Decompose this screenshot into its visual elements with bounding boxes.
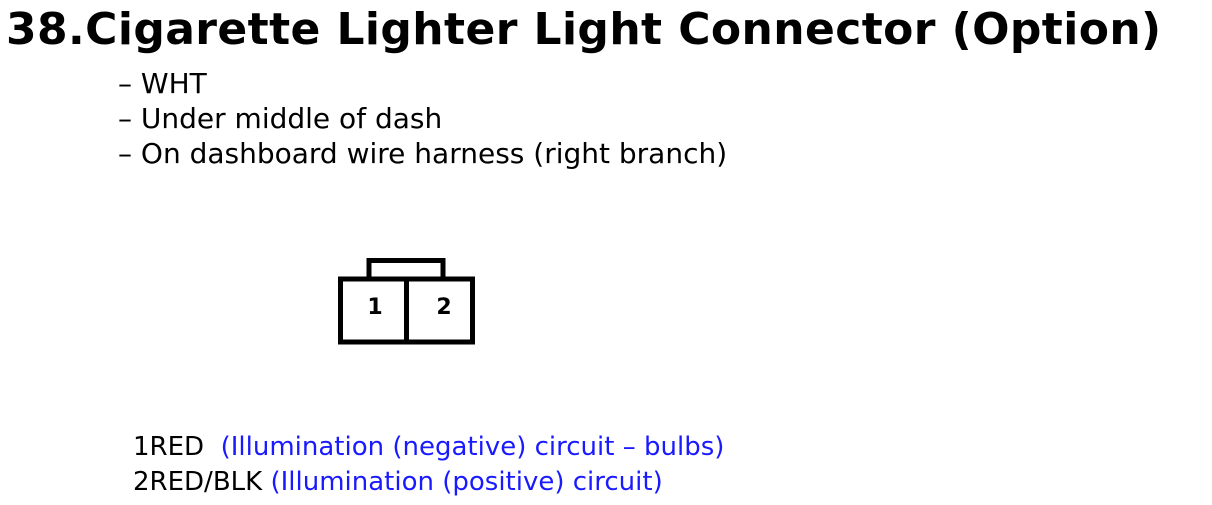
pin-row: 1RED (Illumination (negative) circuit – … — [133, 430, 724, 465]
pin-code: 2RED/BLK — [133, 467, 263, 497]
pin-code: 1RED — [133, 432, 205, 462]
detail-harness: – On dashboard wire harness (right branc… — [118, 137, 728, 170]
pin-1-label: 1 — [367, 295, 382, 320]
detail-color: – WHT — [118, 67, 207, 100]
connector-shape: 1 2 — [338, 258, 475, 345]
pin-description: (Illumination (positive) circuit) — [270, 467, 663, 497]
pin-2-label: 2 — [436, 295, 451, 320]
detail-location: – Under middle of dash — [118, 102, 443, 135]
page-title: 38.Cigarette Lighter Light Connector (Op… — [6, 4, 1162, 55]
pin-row: 2RED/BLK (Illumination (positive) circui… — [133, 465, 724, 500]
pin-description: (Illumination (negative) circuit – bulbs… — [220, 432, 725, 462]
pin-assignments: 1RED (Illumination (negative) circuit – … — [133, 430, 724, 500]
connector-diagram: 1 2 — [338, 258, 476, 348]
connector-details-list: – WHT – Under middle of dash – On dashbo… — [118, 66, 727, 171]
connector-latch — [366, 258, 446, 277]
